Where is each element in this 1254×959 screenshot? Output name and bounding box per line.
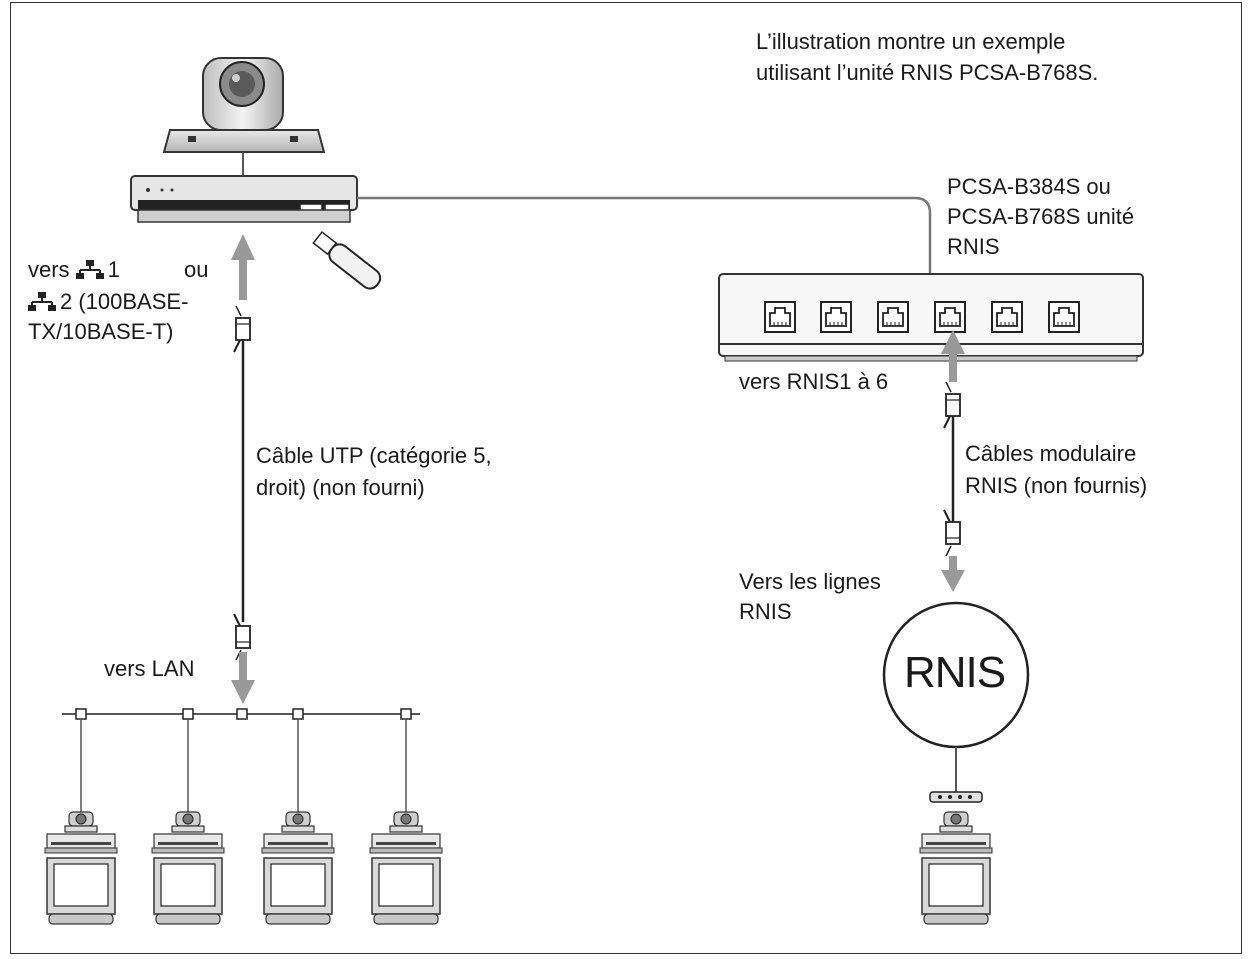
isdn-lines-label-line1: Vers les lignes [739, 569, 881, 594]
lan-port-label-number1: 1 [107, 257, 120, 282]
usb-memory-stick [312, 230, 382, 290]
isdn-lines-label-line2: RNIS [739, 599, 792, 624]
lan-port-icon [75, 260, 104, 279]
network-cloud-label: RNIS [904, 648, 1006, 697]
lan-terminal [151, 811, 225, 925]
lan-bus [62, 708, 420, 812]
lan-label: vers LAN [104, 656, 195, 681]
utp-cable-label-line1: Câble UTP (catégorie 5, [256, 443, 492, 468]
isdn-terminal-adapter [929, 791, 983, 803]
isdn-lines-arrow [941, 556, 965, 592]
lan-port-label-line2: 2 (100BASE- [28, 288, 188, 316]
isdn-port-arrow [941, 330, 965, 382]
caption-line1: L’illustration montre un exemple [756, 29, 1066, 54]
lan-port-label-line3: TX/10BASE-T) [28, 319, 174, 344]
utp-cable [233, 305, 251, 661]
diagram-frame [10, 2, 1242, 954]
lan-terminal [44, 811, 118, 925]
isdn-unit-cable [357, 196, 932, 274]
isdn-unit-label-line1: PCSA-B384S ou [947, 174, 1111, 199]
isdn-unit-label-line3: RNIS [947, 234, 1000, 259]
isdn-terminal [919, 811, 993, 925]
isdn-unit [718, 273, 1144, 362]
isdn-unit-label-line2: PCSA-B768S unité [947, 204, 1135, 229]
modular-cable-label-line2: RNIS (non fournis) [965, 473, 1148, 498]
lan-port-label-line1: vers 1 [28, 256, 120, 284]
isdn-modular-cable [943, 381, 961, 557]
caption-line2: utilisant l’unité RNIS PCSA-B768S. [756, 60, 1099, 85]
lan-terminal [369, 811, 443, 925]
lan-port-label-prefix: vers [28, 257, 70, 282]
lan-port-label-or: ou [184, 257, 209, 282]
isdn-port-label: vers RNIS1 à 6 [739, 369, 889, 394]
lan-terminal [261, 811, 335, 925]
main-camera [162, 57, 326, 153]
lan-arrow [231, 652, 255, 704]
main-codec [130, 175, 358, 223]
lan-port-arrow [231, 234, 255, 300]
utp-cable-label-line2: droit) (non fourni) [256, 475, 425, 500]
lan-port-icon [28, 292, 56, 311]
modular-cable-label-line1: Câbles modulaire [965, 441, 1137, 466]
lan-port-label-number2: 2 (100BASE- [60, 289, 189, 314]
